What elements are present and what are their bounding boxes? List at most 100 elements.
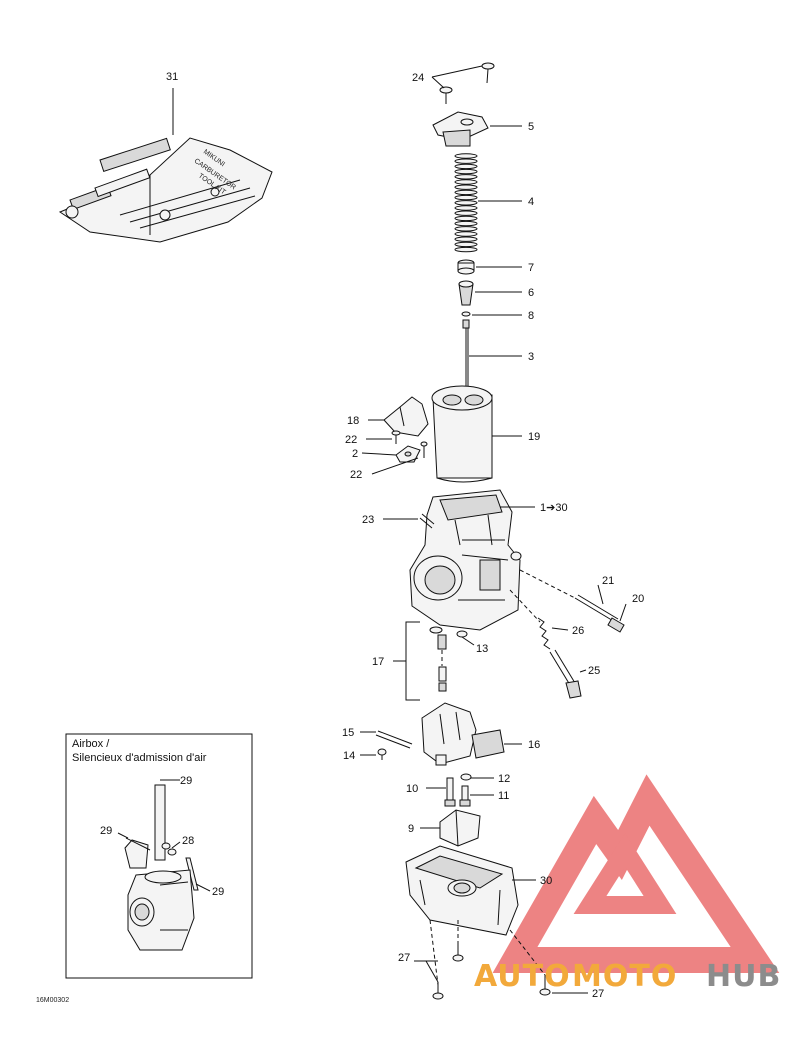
throttle-slide-19 [431, 385, 493, 483]
spring-coil [454, 220, 478, 227]
spring-coil [454, 194, 478, 201]
inset-carburetor [124, 779, 199, 951]
callout-20: 20 [632, 593, 644, 605]
inset-title-line2: Silencieux d'admission d'air [72, 752, 207, 764]
callout-14: 14 [343, 750, 355, 762]
callout-17: 17 [372, 656, 384, 668]
inset-leader-29b [117, 832, 129, 839]
spring-coil [454, 189, 478, 196]
callout-13: 13 [476, 643, 488, 655]
inset-callout-29a: 29 [180, 775, 192, 787]
callout-6: 6 [528, 287, 534, 299]
spring-coil [454, 236, 478, 242]
float-16 [421, 702, 505, 766]
callout-26: 26 [572, 625, 584, 637]
bracket-17 [393, 621, 420, 701]
cap-5 [432, 111, 489, 147]
inset-frame [65, 733, 253, 979]
screws-24 [439, 62, 495, 104]
callout-27b: 27 [592, 988, 604, 1000]
inset-callout-29c: 29 [212, 886, 224, 898]
spring-coil [454, 153, 478, 159]
callout-30: 30 [540, 875, 552, 887]
axis-27c [509, 929, 546, 976]
screw-14 [377, 748, 387, 760]
callout-22b: 22 [350, 469, 362, 481]
ring-7 [457, 259, 475, 275]
spring-coil [454, 168, 478, 175]
spring-coil [454, 210, 478, 216]
axis-26 [509, 589, 541, 623]
leader-21 [597, 584, 604, 605]
spring-coil [454, 241, 478, 248]
lever-18 [383, 396, 429, 437]
inset-title-line1: Airbox / [72, 738, 110, 750]
callout-3: 3 [528, 351, 534, 363]
screw-22b [420, 441, 428, 458]
leader-24b [431, 76, 445, 89]
callout-18: 18 [347, 415, 359, 427]
leader-24a [431, 65, 483, 78]
float-bowl-30 [405, 845, 519, 936]
screw-23 [419, 513, 435, 529]
jet-11 [459, 785, 471, 807]
callout-21: 21 [602, 575, 614, 587]
washer-12 [460, 773, 472, 781]
axis-27a [429, 919, 439, 986]
callout-25: 25 [588, 665, 600, 677]
screw-25 [549, 649, 582, 699]
spring-coil [454, 215, 478, 222]
spring-coil [454, 231, 478, 237]
spring-coil [454, 163, 478, 170]
callout-31: 31 [166, 71, 178, 83]
callout-8: 8 [528, 310, 534, 322]
inset-leader-28 [171, 841, 181, 849]
inset-leader-29c [195, 883, 211, 892]
spring-coil [454, 184, 478, 190]
callout-5: 5 [528, 121, 534, 133]
baffle-9 [439, 809, 481, 847]
spring-coil [454, 205, 478, 211]
watermark-auto: AUTO [474, 959, 571, 994]
spring-coil [454, 246, 478, 253]
callout-7: 7 [528, 262, 534, 274]
callout-19: 19 [528, 431, 540, 443]
oring-13 [456, 630, 468, 638]
leader-2 [361, 452, 397, 456]
watermark-logo [492, 774, 780, 973]
leader-20 [619, 603, 627, 622]
spring-coil [454, 200, 478, 206]
tool-kit-illustration: MIKUNI CARBURETOR TOOL KIT [58, 137, 273, 243]
spring-coil [454, 179, 478, 185]
screw-22a [391, 430, 401, 444]
callout-4: 4 [528, 196, 534, 208]
inset-callout-29b: 29 [100, 825, 112, 837]
leader-13 [461, 636, 475, 646]
callout-1-30: 1➔30 [540, 502, 568, 514]
retainer-6 [458, 280, 474, 306]
spring-4 [454, 153, 478, 253]
spring-coil [454, 226, 478, 232]
leader-26 [551, 627, 569, 631]
watermark-text: AUTO MOTO HUB [474, 959, 781, 994]
jet-10 [444, 777, 456, 807]
callout-2: 2 [352, 448, 358, 460]
figure-code: 16M00302 [36, 997, 69, 1004]
leader-25 [579, 669, 587, 673]
callout-15: 15 [342, 727, 354, 739]
leader-22b [371, 457, 419, 475]
jet-parts-17 [429, 626, 447, 692]
watermark-hub: HUB [706, 959, 781, 994]
inset-callout-28: 28 [182, 835, 194, 847]
screws-27 [432, 944, 551, 1000]
callout-24: 24 [412, 72, 424, 84]
leader-27b [425, 960, 439, 983]
callout-27a: 27 [398, 952, 410, 964]
pin-15 [375, 730, 413, 749]
clip-8 [461, 311, 471, 317]
callout-9: 9 [408, 823, 414, 835]
axis-21 [519, 569, 576, 599]
spring-coil [454, 174, 478, 180]
watermark-moto: MOTO [572, 959, 677, 994]
